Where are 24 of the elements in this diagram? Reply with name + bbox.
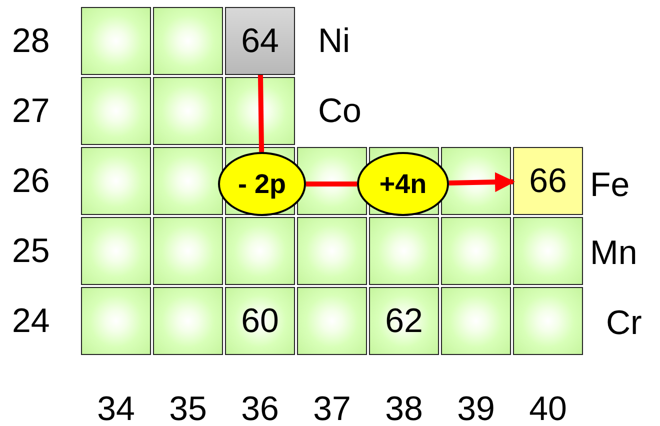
connector-line — [258, 74, 264, 152]
column-number: 40 — [529, 392, 567, 426]
element-symbol: Mn — [590, 236, 638, 270]
column-number: 38 — [385, 392, 423, 426]
row-number: 27 — [12, 94, 50, 128]
row-number: 24 — [12, 304, 50, 338]
column-number: 37 — [313, 392, 351, 426]
nuclide-cell: 66 — [513, 147, 583, 215]
column-number: 35 — [169, 392, 207, 426]
arrow — [448, 172, 515, 192]
row-number: 26 — [12, 164, 50, 198]
column-number: 34 — [97, 392, 135, 426]
nuclide-cell: 62 — [369, 287, 439, 355]
column-number: 39 — [457, 392, 495, 426]
element-symbol: Co — [318, 94, 362, 128]
element-symbol: Cr — [606, 306, 642, 340]
element-symbol: Ni — [318, 24, 350, 58]
row-number: 25 — [12, 234, 50, 268]
element-symbol: Fe — [590, 168, 630, 202]
nuclide-cell: 60 — [225, 287, 295, 355]
column-number: 36 — [241, 392, 279, 426]
row-number: 28 — [12, 24, 50, 58]
connector-line — [306, 182, 357, 186]
nuclide-cell: 64 — [225, 7, 295, 75]
